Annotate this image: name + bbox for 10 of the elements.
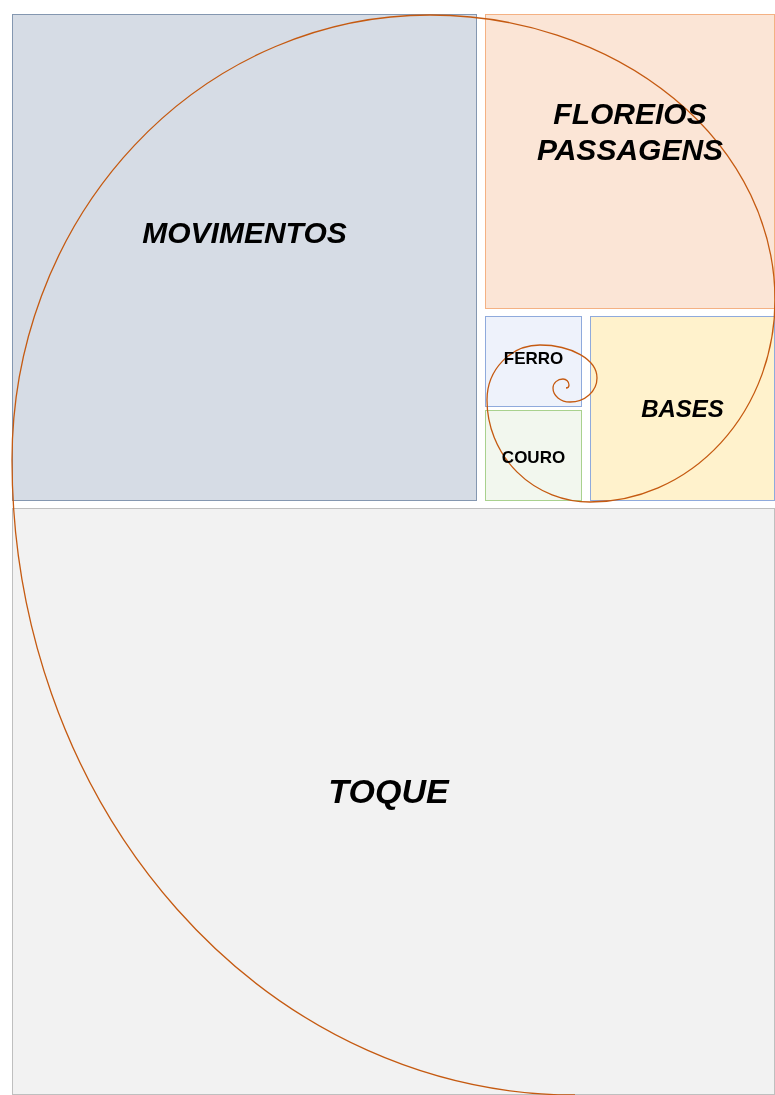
section-label: BASES — [641, 393, 724, 424]
section-label: FERRO — [503, 347, 564, 370]
section-box — [590, 316, 775, 501]
section-box — [485, 316, 582, 407]
section-box — [12, 14, 477, 501]
section-box — [12, 508, 775, 1095]
section-box — [485, 410, 582, 501]
section-label: TOQUE — [328, 771, 451, 812]
section-box — [485, 14, 775, 309]
section-label: MOVIMENTOS — [142, 215, 347, 251]
